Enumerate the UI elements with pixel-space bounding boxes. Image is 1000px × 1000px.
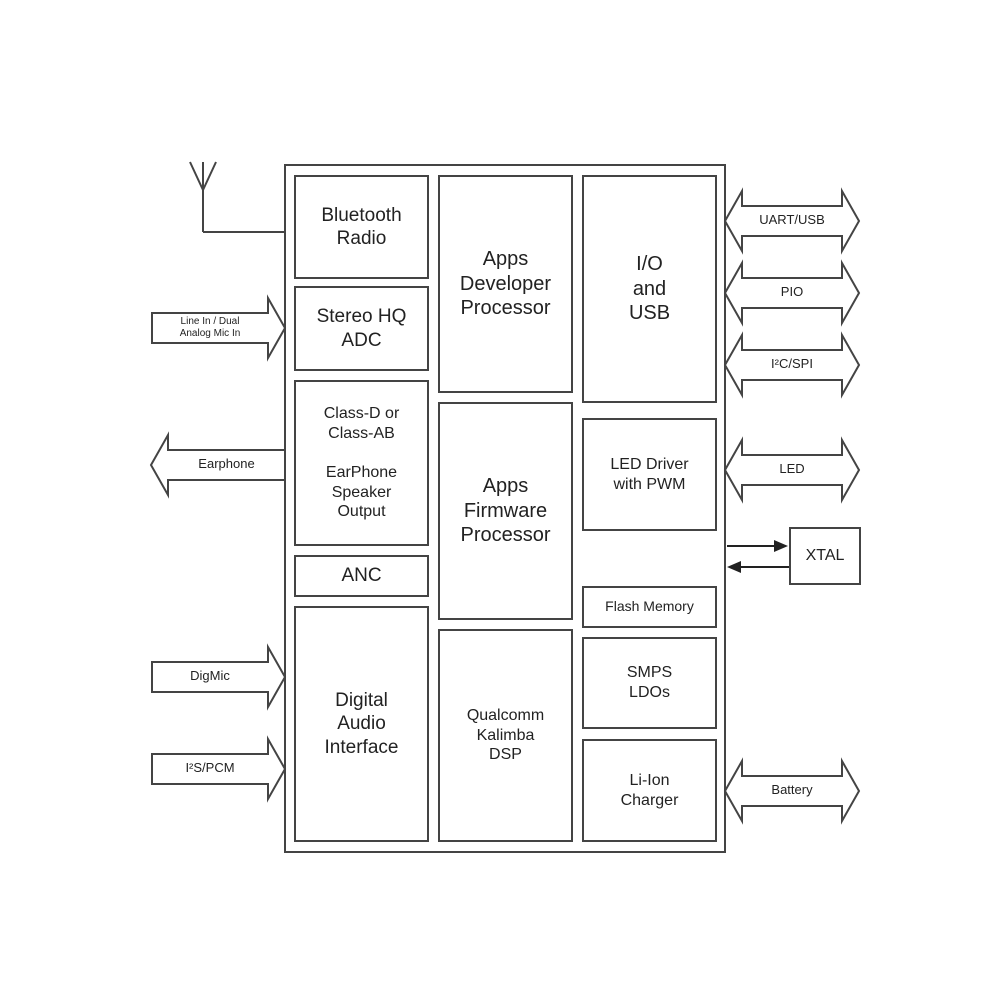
smps-ldos-label: SMPS LDOs	[626, 664, 673, 701]
class-d-block: Class-D or Class-AB EarPhone Speaker Out…	[294, 380, 429, 546]
chip-outline	[284, 164, 726, 853]
battery-label: Battery	[771, 782, 813, 797]
io-usb-block: I/O and USB	[582, 175, 717, 403]
i2s-pcm-arrow	[151, 735, 287, 803]
led-label: LED	[779, 461, 805, 476]
apps-developer-processor-block: Apps Developer Processor	[438, 175, 573, 393]
apps-developer-processor-label: Apps Developer Processor	[459, 248, 552, 320]
digmic-label: DigMic	[190, 668, 230, 683]
antenna-icon	[189, 161, 285, 233]
earphone-arrow	[149, 431, 286, 499]
bluetooth-radio-label: Bluetooth Radio	[321, 204, 402, 249]
bluetooth-radio-block: Bluetooth Radio	[294, 175, 429, 279]
class-d-label: Class-D or Class-AB EarPhone Speaker Out…	[323, 405, 400, 521]
line-in-label: Line In / Dual Analog Mic In	[179, 316, 241, 339]
li-ion-charger-block: Li-Ion Charger	[582, 739, 717, 842]
stereo-adc-block: Stereo HQ ADC	[294, 286, 429, 371]
digital-audio-interface-label: Digital Audio Interface	[324, 690, 399, 758]
led-driver-label: LED Driver with PWM	[610, 455, 689, 493]
io-usb-label: I/O and USB	[628, 253, 671, 325]
uart-usb-arrow	[723, 187, 861, 255]
flash-memory-block: Flash Memory	[582, 586, 717, 628]
li-ion-charger-label: Li-Ion Charger	[620, 771, 679, 809]
i2c-spi-label: I²C/SPI	[771, 356, 813, 371]
pio-label: PIO	[780, 284, 804, 299]
stereo-adc-label: Stereo HQ ADC	[316, 306, 407, 351]
i2c-spi-arrow	[723, 331, 861, 399]
earphone-label: Earphone	[198, 456, 255, 471]
apps-firmware-processor-label: Apps Firmware Processor	[460, 475, 551, 547]
digital-audio-interface-block: Digital Audio Interface	[294, 606, 429, 842]
digmic-arrow	[151, 643, 287, 711]
flash-memory-label: Flash Memory	[605, 598, 694, 615]
xtal-block: XTAL	[789, 527, 861, 585]
line-in-arrow	[151, 294, 287, 362]
anc-label: ANC	[341, 565, 382, 587]
xtal-label: XTAL	[805, 547, 845, 565]
battery-arrow	[723, 757, 861, 825]
apps-firmware-processor-block: Apps Firmware Processor	[438, 402, 573, 620]
kalimba-dsp-block: Qualcomm Kalimba DSP	[438, 629, 573, 842]
anc-block: ANC	[294, 555, 429, 597]
xtal-connection	[727, 540, 789, 573]
led-driver-block: LED Driver with PWM	[582, 418, 717, 531]
i2s-pcm-label: I²S/PCM	[185, 760, 235, 775]
smps-ldos-block: SMPS LDOs	[582, 637, 717, 729]
kalimba-dsp-label: Qualcomm Kalimba DSP	[466, 707, 545, 764]
led-arrow	[723, 436, 861, 504]
uart-usb-label: UART/USB	[759, 212, 825, 227]
pio-arrow	[723, 259, 861, 327]
